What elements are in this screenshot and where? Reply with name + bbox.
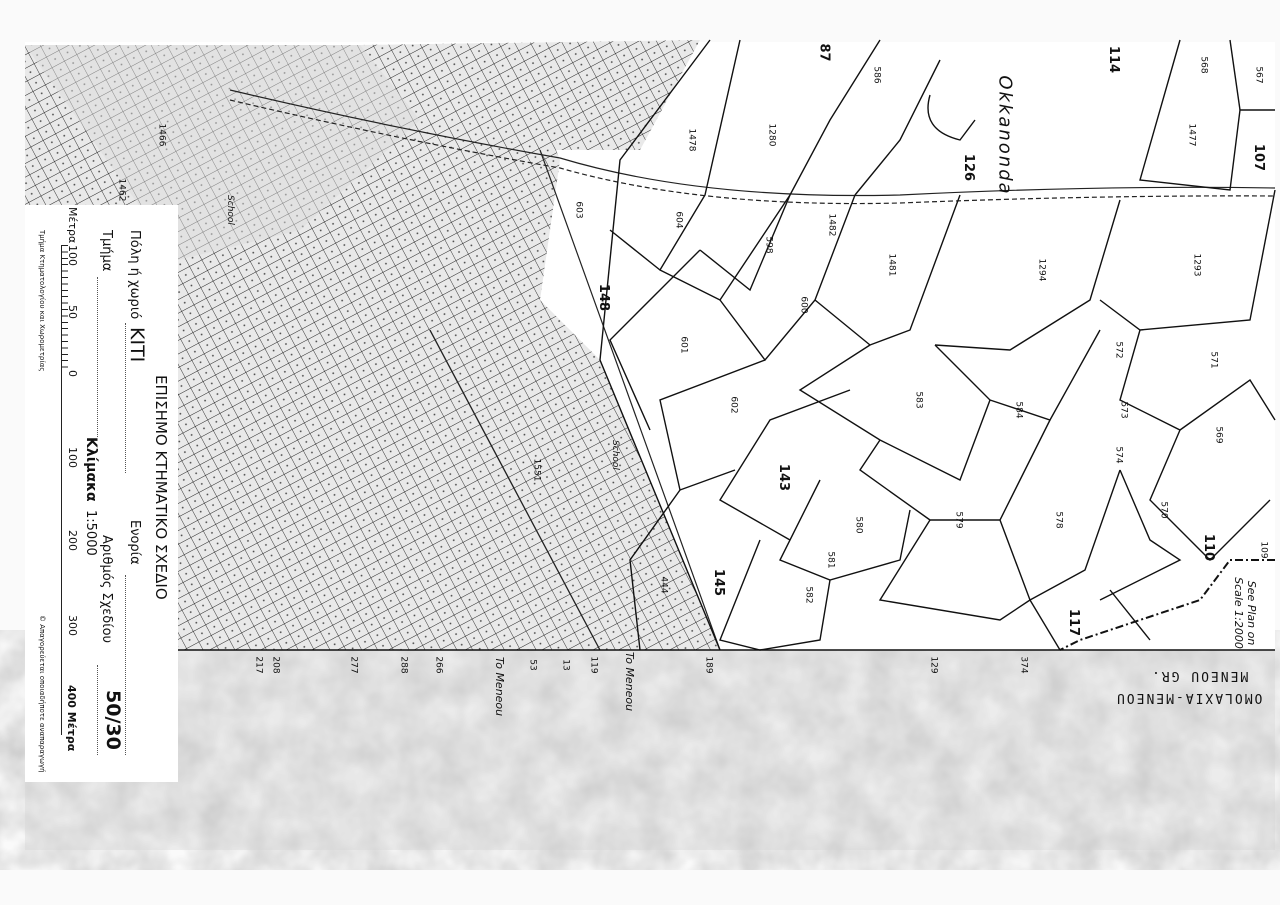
parcel-label: 600 xyxy=(798,296,809,314)
bottom-road-label: OMOLAXIA-MENEOU xyxy=(1115,690,1263,705)
parcel-label: 574 xyxy=(1113,446,1124,464)
road-label: To Meneou xyxy=(623,651,637,712)
parcel-label: 567 xyxy=(1253,66,1264,84)
parcel-label: 586 xyxy=(871,66,882,84)
scalebar-end: 400 Μέτρα xyxy=(65,685,78,752)
parcel-label: 114 xyxy=(1106,45,1122,74)
parcel-label: 1462 xyxy=(116,178,127,202)
parcel-label: 582 xyxy=(803,586,814,604)
section-label: Τμήμα xyxy=(99,230,114,272)
parcel-label: 601 xyxy=(678,336,689,354)
parcel-label: 143 xyxy=(776,463,792,492)
parcel-label: 1466 xyxy=(156,123,167,147)
scalebar-tick: 100 xyxy=(66,245,79,266)
parcel-label: 126 xyxy=(961,153,977,182)
parcel-label: 107 xyxy=(1251,143,1267,172)
parcel-label: 1477 xyxy=(1186,123,1197,147)
village-value: ΚΙΤΙ xyxy=(126,327,148,363)
title: ΕΠΙΣΗΜΟ ΚΤΗΜΑΤΙΚΟ ΣΧΕΔΙΟ xyxy=(152,375,170,600)
block-number: 189 xyxy=(703,656,714,674)
sheet-label: Αριθμός Σχεδίου xyxy=(99,535,114,644)
parcel-label: 604 xyxy=(673,211,684,229)
parish-label: Ενορία xyxy=(127,520,142,565)
parcel-label: 145 xyxy=(711,568,727,597)
parcel-label: 1294 xyxy=(1036,258,1047,282)
school-label: School xyxy=(609,440,620,470)
parcel-label: 569 xyxy=(1213,426,1224,444)
inset-note: See Plan on Scale 1:2000 xyxy=(1232,577,1258,649)
parcel-boundaries xyxy=(178,39,1276,651)
parcel-label: 568 xyxy=(1198,56,1209,74)
scalebar-unit: Μέτρα xyxy=(66,207,79,244)
sheet-value: 50/30 xyxy=(102,690,124,750)
block-number: 13 xyxy=(560,659,571,671)
parcel-label: 598 xyxy=(763,236,774,254)
parcel-label: 578 xyxy=(1053,511,1064,529)
parcel-label: 109 xyxy=(1258,541,1269,559)
scalebar-tick: 0 xyxy=(66,370,79,377)
road-label: To Meneou xyxy=(493,656,507,717)
parcel-label: 1481 xyxy=(886,253,897,277)
parcel-label: 148 xyxy=(596,283,612,312)
block-number: 277 xyxy=(348,656,359,674)
block-number: 217 xyxy=(253,656,264,674)
block-number: 208 xyxy=(270,656,281,674)
scale-value: 1:5000 xyxy=(83,510,98,556)
main-road xyxy=(229,89,1276,651)
parcel-label: 580 xyxy=(853,516,864,534)
scalebar-tick: 100 xyxy=(66,447,79,468)
bottom-road-label-2: MENEOU GR. xyxy=(1150,668,1249,683)
parcel-label: 1551 xyxy=(531,458,542,482)
parcel-label: 573 xyxy=(1118,401,1129,419)
locality-label: Okkanonda xyxy=(994,75,1016,196)
parcel-label: 572 xyxy=(1113,341,1124,359)
title-block: ΕΠΙΣΗΜΟ ΚΤΗΜΑΤΙΚΟ ΣΧΕΔΙΟ Πόλη ή χωριό ΚΙ… xyxy=(25,205,178,782)
parcel-label: 444 xyxy=(658,576,669,594)
block-number: 288 xyxy=(398,656,409,674)
scalebar-tick: 50 xyxy=(66,305,79,319)
parcel-label: 87 xyxy=(816,43,832,62)
parcel-label: 603 xyxy=(573,201,584,219)
parcel-label: 570 xyxy=(1158,501,1169,519)
school-label: School xyxy=(224,195,235,225)
parcel-label: 1293 xyxy=(1191,253,1202,277)
parcel-label: 602 xyxy=(728,396,739,414)
parcel-label: 110 xyxy=(1201,533,1217,562)
parcel-label: 579 xyxy=(953,511,964,529)
parcel-label: 571 xyxy=(1208,351,1219,369)
scalebar-tick: 300 xyxy=(66,615,79,636)
village-label: Πόλη ή χωριό xyxy=(127,230,142,320)
block-number: 129 xyxy=(928,656,939,674)
parcel-label: 1478 xyxy=(686,128,697,152)
block-number: 374 xyxy=(1018,656,1029,674)
scan-noise-bottom xyxy=(25,650,1275,850)
parcel-label: 117 xyxy=(1066,608,1082,637)
footer-left: Τμήμα Κτηματολογίου και Χωρομετρίας xyxy=(38,230,46,372)
block-number: 119 xyxy=(588,656,599,674)
parcel-label: 1482 xyxy=(826,213,837,237)
scalebar-tick: 200 xyxy=(66,530,79,551)
scale-label: Κλίμακα xyxy=(83,437,99,502)
block-number: 266 xyxy=(433,656,444,674)
parcel-label: 584 xyxy=(1013,401,1024,419)
block-number: 53 xyxy=(527,659,538,671)
footer-right: © Απαγορεύεται οποιαδήποτε αναπαραγωγή xyxy=(38,615,46,773)
parcel-label: 581 xyxy=(825,551,836,569)
parcel-label: 1280 xyxy=(766,123,777,147)
parcel-label: 583 xyxy=(913,391,924,409)
